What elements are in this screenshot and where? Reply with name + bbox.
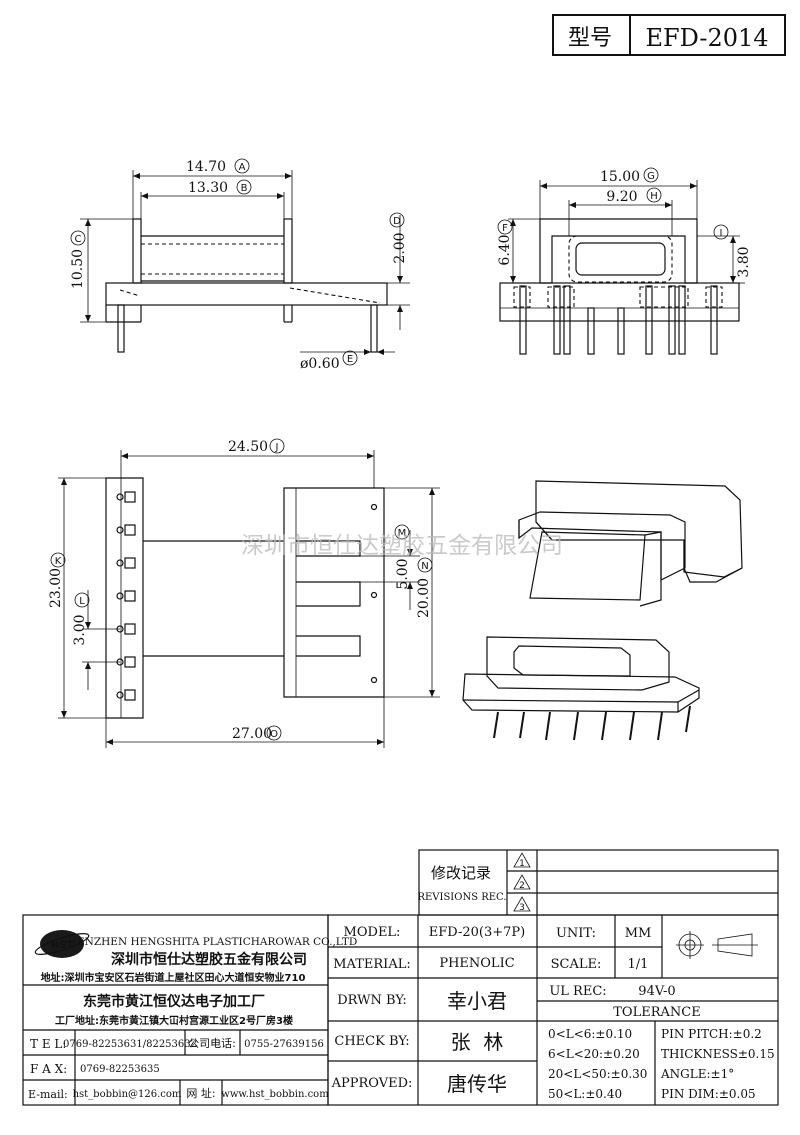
dim-A-tag-circle xyxy=(234,158,250,174)
dim-J-tag: J xyxy=(275,442,279,453)
company-block: HST SHENZHEN HENGSHITA PLASTICHAROWAR CO… xyxy=(22,914,358,1106)
type-label: 型号 xyxy=(568,26,612,51)
company-name-cn: 深圳市恒仕达塑胶五金有限公司 xyxy=(111,951,307,968)
dim-F-value: 6.40 xyxy=(497,234,513,265)
model-label: MODEL: xyxy=(344,925,401,940)
company-logo: HST xyxy=(34,930,90,958)
revision-2-index: 2 xyxy=(519,881,525,891)
dim-E-value: ø0.60 xyxy=(300,356,340,372)
thickness-tolerance: THICKNESS±0.15 xyxy=(661,1047,775,1061)
material-label: MATERIAL: xyxy=(333,957,410,972)
tolerance-label: TOLERANCE xyxy=(613,1005,700,1020)
bottom-view: 24.50 J 23.00 K 3.00 L 5.00 M 20.00 N xyxy=(48,438,440,748)
watermark: 深圳市恒仕达塑胶五金有限公司 xyxy=(241,533,563,559)
part-number: EFD-2014 xyxy=(645,24,768,52)
dim-H-value: 9.20 xyxy=(606,189,637,205)
tolerance-range-1: 0<L<6:±0.10 xyxy=(548,1027,632,1041)
dim-I-tag: I xyxy=(720,228,723,239)
dim-J-value: 24.50 xyxy=(228,439,268,455)
tel-value: 0769-82253631/82253632 xyxy=(63,1039,197,1050)
bottom-view-pin-pads xyxy=(116,491,136,701)
unit-value: MM xyxy=(625,926,652,941)
revisions-label-en: REVISIONS REC. xyxy=(417,892,506,903)
dim-K-value: 23.00 xyxy=(48,568,64,608)
dim-O-value: 27.00 xyxy=(232,726,272,742)
part-number-box: 型号 EFD-2014 xyxy=(552,14,786,56)
model-value: EFD-20(3+7P) xyxy=(429,925,525,940)
dim-N-tag: N xyxy=(421,561,428,572)
dim-D-value: 2.00 xyxy=(392,232,408,263)
email-label: E-mail: xyxy=(28,1088,68,1101)
company-address: 地址:深圳市宝安区石岩街道上屋社区田心大道恒安物业710 xyxy=(41,971,306,984)
spec-block: MODEL: EFD-20(3+7P) MATERIAL: PHENOLIC D… xyxy=(327,914,779,1106)
dim-B-tag: B xyxy=(241,183,248,194)
approved-value: 唐传华 xyxy=(447,1072,507,1096)
angle-tolerance: ANGLE:±1° xyxy=(660,1067,734,1081)
projection-symbol-icon xyxy=(676,931,758,959)
company-phone-label: 公司电话: xyxy=(188,1037,236,1050)
drawn-by-label: DRWN BY: xyxy=(337,993,406,1008)
factory-address: 工厂地址:东莞市黄江镇大冚村宫源工业区2号厂房3楼 xyxy=(55,1014,293,1027)
tolerance-range-4: 50<L:±0.40 xyxy=(548,1087,622,1101)
dim-B-value: 13.30 xyxy=(188,180,228,196)
dim-C-value: 10.50 xyxy=(70,249,86,289)
dim-L-tag: L xyxy=(79,596,85,607)
dim-M-value: 5.00 xyxy=(395,558,411,589)
isometric-pins xyxy=(493,705,691,741)
email-value: hst_bobbin@126.com xyxy=(73,1089,182,1100)
revision-3-index: 3 xyxy=(519,903,525,913)
scale-value: 1/1 xyxy=(628,957,649,972)
approved-label: APPROVED: xyxy=(331,1076,413,1091)
front-view: 15.00 G 9.20 H 6.40 F 3.80 I xyxy=(497,167,752,355)
revisions-block: 修改记录 REVISIONS REC. 1 2 3 xyxy=(417,849,779,916)
pin-pitch-tolerance: PIN PITCH:±0.2 xyxy=(661,1027,762,1041)
dim-C-tag: C xyxy=(75,234,82,245)
tolerance-range-3: 20<L<50:±0.30 xyxy=(548,1067,647,1081)
dim-F-tag: F xyxy=(502,223,508,234)
dim-A-value: 14.70 xyxy=(186,159,226,175)
check-by-label: CHECK BY: xyxy=(334,1034,409,1049)
tolerance-range-2: 6<L<20:±0.20 xyxy=(548,1047,640,1061)
side-view: 14.70 A 13.30 B 10.50 C 2.00 D ø0.60 E xyxy=(70,158,410,372)
dim-A-tag: A xyxy=(239,162,246,173)
dim-D-tag: D xyxy=(393,216,401,227)
material-value: PHENOLIC xyxy=(439,956,514,971)
dim-O-tag: O xyxy=(270,729,278,740)
company-name-en: SHENZHEN HENGSHITA PLASTICHAROWAR CO.,LT… xyxy=(61,936,358,948)
dim-L-value: 3.00 xyxy=(72,614,88,645)
logo-text: HST xyxy=(51,940,74,951)
scale-label: SCALE: xyxy=(551,957,602,972)
drawn-by-value: 幸小君 xyxy=(447,989,507,1013)
ul-value: 94V-0 xyxy=(638,984,675,999)
dim-N-value: 20.00 xyxy=(416,578,432,618)
factory-name: 东莞市黄江恒仪达电子加工厂 xyxy=(83,993,265,1010)
unit-label: UNIT: xyxy=(556,926,596,941)
fax-value: 0769-82253635 xyxy=(80,1064,160,1075)
dim-I-value: 3.80 xyxy=(736,246,752,277)
dim-G-tag: G xyxy=(647,171,655,182)
ul-label: UL REC: xyxy=(549,984,606,999)
dim-G-value: 15.00 xyxy=(600,169,640,185)
isometric-view xyxy=(462,480,743,741)
company-phone-value: 0755-27639156 xyxy=(244,1039,324,1050)
tel-label: T E L: xyxy=(30,1037,66,1051)
dim-K-tag: K xyxy=(55,556,62,567)
revision-1-index: 1 xyxy=(519,859,525,869)
dim-E-tag: E xyxy=(347,354,353,365)
front-pins xyxy=(513,285,723,355)
dim-M-tag: M xyxy=(398,528,407,539)
pin-dim-tolerance: PIN DIM:±0.05 xyxy=(661,1087,756,1101)
check-by-value: 张 林 xyxy=(451,1030,504,1054)
dim-H-tag: H xyxy=(650,191,658,202)
fax-label: F A X: xyxy=(30,1062,67,1076)
revisions-label-cn: 修改记录 xyxy=(431,864,491,882)
web-label: 网 址: xyxy=(186,1086,215,1100)
web-value: www.hst_bobbin.com xyxy=(221,1089,329,1100)
